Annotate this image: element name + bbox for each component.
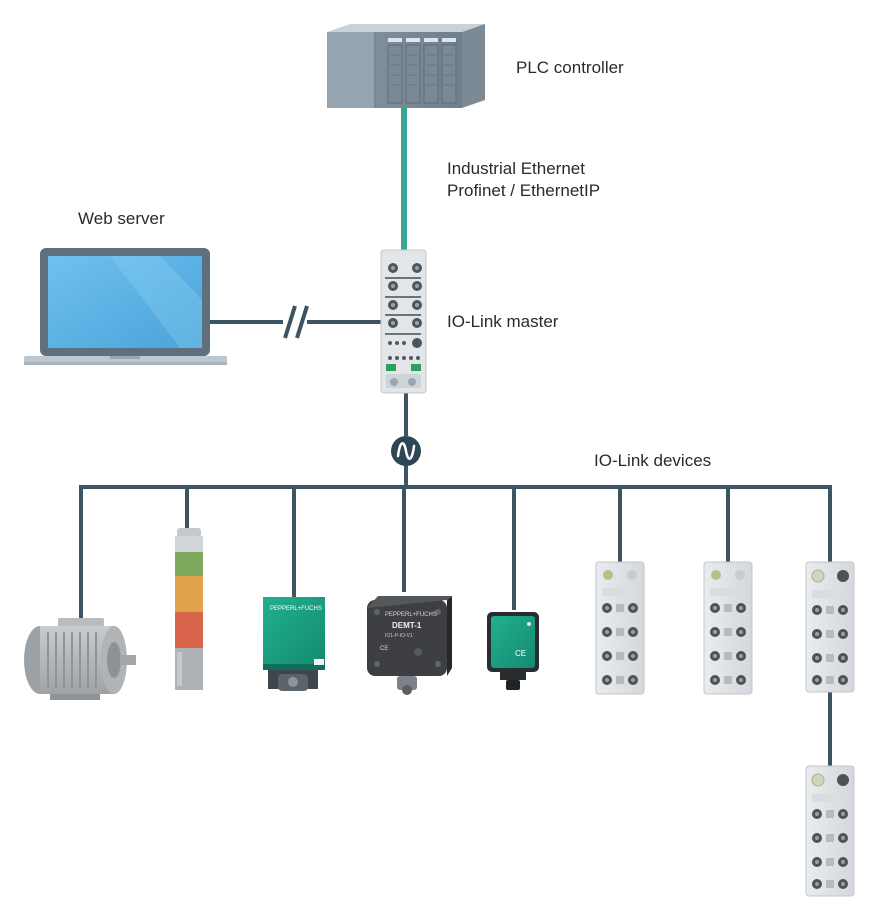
plc-controller-icon	[327, 24, 485, 108]
laptop-icon	[24, 248, 227, 365]
io-link-hub-icon	[391, 436, 421, 466]
io-module-icon-1	[595, 561, 645, 695]
rotary-sensor-icon	[367, 596, 452, 695]
industrial-ethernet-line1: Industrial Ethernet	[447, 159, 585, 178]
photoelectric-sensor-icon	[487, 612, 539, 690]
io-module-icon-4	[805, 765, 855, 897]
industrial-ethernet-label: Industrial Ethernet Profinet / EthernetI…	[447, 158, 600, 202]
encoder-sub: IO1-P-IO-V1	[385, 633, 413, 639]
motor-icon	[24, 618, 136, 700]
encoder-model: DEMT-1	[392, 621, 422, 630]
web-server-link	[210, 305, 382, 339]
web-server-label: Web server	[78, 209, 165, 228]
stack-light-icon	[175, 528, 203, 690]
io-module-icon-3	[805, 561, 855, 693]
io-link-drops	[79, 487, 832, 766]
industrial-ethernet-line2: Profinet / EthernetIP	[447, 181, 601, 200]
plc-controller-label: PLC controller	[516, 58, 624, 77]
io-module-icon-2	[703, 561, 753, 695]
encoder-ce-mark: CE	[380, 646, 388, 652]
sensor-square-brand: PEPPERL+FUCHS	[270, 606, 322, 612]
io-link-master-label: IO-Link master	[447, 312, 559, 331]
photo-ce-mark: CE	[515, 649, 526, 658]
io-link-master-icon	[380, 249, 427, 394]
inductive-sensor-icon	[263, 597, 325, 691]
encoder-brand: PEPPERL+FUCHS	[385, 612, 437, 618]
io-link-devices-label: IO-Link devices	[594, 451, 712, 470]
